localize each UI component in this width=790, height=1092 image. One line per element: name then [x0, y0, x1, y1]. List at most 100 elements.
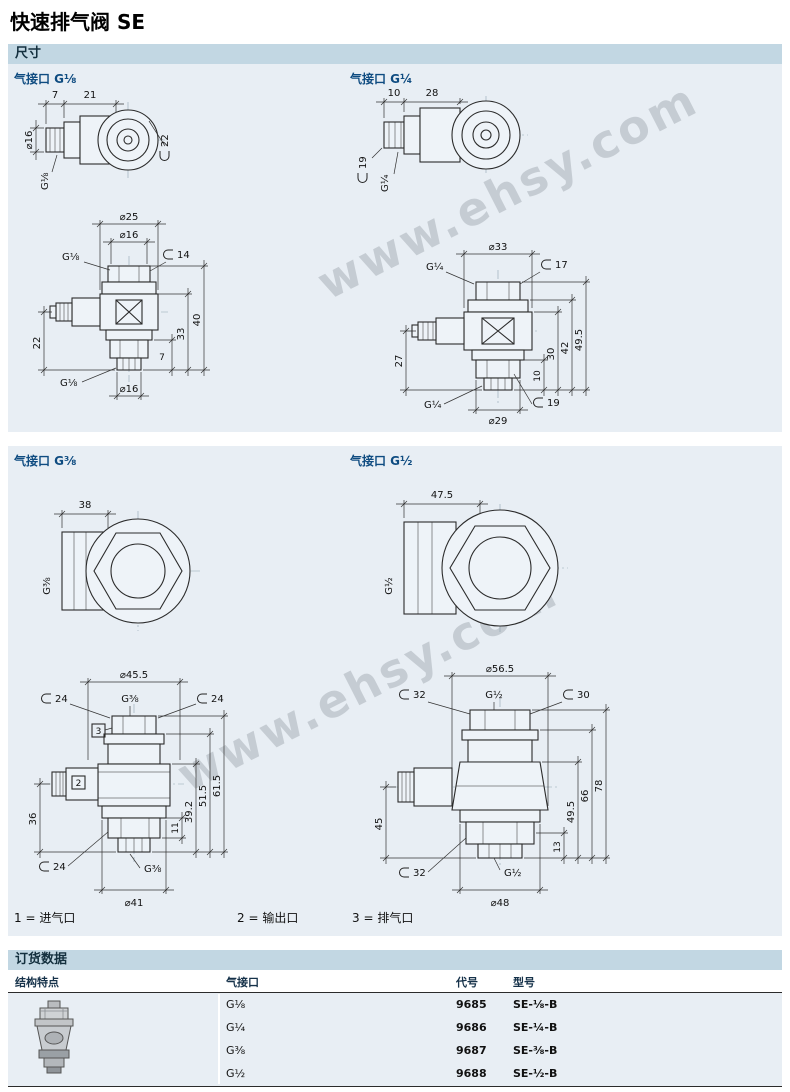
- dim-label: 7: [52, 90, 58, 101]
- thread-label: G⅛: [62, 252, 80, 263]
- dim-label: 45: [374, 818, 385, 831]
- col-type: 型号: [513, 976, 535, 989]
- dim-label: ⌀41: [125, 898, 144, 909]
- code-cell: 9686: [456, 1021, 487, 1034]
- g38-top-view: 38 G⅜: [42, 500, 202, 631]
- ordering-bar: 订货数据: [8, 950, 782, 970]
- code-cell: 9687: [456, 1044, 487, 1057]
- wrench-icon: [399, 867, 410, 878]
- dim-label: 36: [28, 813, 39, 826]
- product-valve-figure: [34, 1000, 74, 1074]
- drawing-g12: 47.5 G½ ⌀56.5 32 G½ 30: [374, 490, 610, 909]
- col-code: 代号: [456, 976, 478, 989]
- g14-front-view: ⌀33 G¼ 17 27 10 30 42 49.5 G¼ 19 ⌀29: [394, 242, 590, 427]
- dim-label: 14: [177, 250, 190, 261]
- dim-label: 32: [413, 690, 426, 701]
- thread-label: G¼: [379, 174, 391, 192]
- drawing-g38: 38 G⅜ ⌀45.5 24 G⅜ 24: [28, 500, 228, 909]
- dim-label: 24: [55, 694, 68, 705]
- dim-label: 13: [553, 841, 563, 852]
- col-feature: 结构特点: [15, 976, 59, 989]
- dim-label: ⌀33: [489, 242, 508, 253]
- thread-label: G⅛: [60, 378, 78, 389]
- wrench-icon: [399, 689, 410, 700]
- drawing-g18: 7 21 ⌀16 G⅛ 22 ⌀25: [24, 90, 210, 400]
- type-cell: SE-¼-B: [513, 1021, 558, 1034]
- table-row: G⅜ 9687 SE-⅜-B: [220, 1040, 782, 1061]
- g14-top-view: 10 28 19 G¼: [357, 88, 528, 192]
- dim-label: ⌀29: [489, 416, 508, 427]
- port-number: 2: [76, 779, 82, 789]
- wrench-icon: [159, 150, 170, 161]
- dim-label: 22: [160, 134, 171, 147]
- thread-label: G⅜: [121, 694, 139, 705]
- thread-label: G⅜: [42, 577, 53, 595]
- dim-label: ⌀56.5: [486, 664, 514, 675]
- thread-label: G½: [383, 577, 395, 595]
- legend-inlet: 1 = 进气口: [14, 911, 76, 925]
- dim-label: 39.2: [184, 801, 195, 823]
- code-cell: 9685: [456, 998, 487, 1011]
- table-row: G½ 9688 SE-½-B: [220, 1063, 782, 1084]
- feature-image-cell: [8, 994, 220, 1084]
- dim-label: ⌀48: [491, 898, 510, 909]
- legend-exhaust: 3 = 排气口: [352, 911, 414, 925]
- page-title: 快速排气阀 SE: [10, 10, 146, 34]
- port-cell: G¼: [226, 1021, 246, 1034]
- ordering-section: 订货数据 结构特点 气接口 代号 型号 G⅛ 9685 SE-⅛-B G¼ 96…: [8, 950, 782, 1087]
- dim-label: 17: [555, 260, 568, 271]
- drawing-g14: 10 28 19 G¼ ⌀33 G¼: [357, 88, 590, 427]
- dim-label: ⌀16: [120, 230, 139, 241]
- wrench-icon: [563, 689, 574, 700]
- dim-label: 32: [413, 868, 426, 879]
- dim-label: 40: [192, 314, 203, 327]
- dim-label: 49.5: [566, 801, 577, 823]
- port-cell: G⅜: [226, 1044, 246, 1057]
- dim-label: 42: [560, 342, 571, 355]
- dim-label: 28: [426, 88, 439, 99]
- dim-label: 19: [358, 156, 369, 169]
- thread-label: G⅛: [40, 172, 51, 190]
- wrench-icon: [197, 693, 208, 704]
- dim-label: 66: [580, 790, 591, 803]
- wrench-icon: [533, 397, 544, 408]
- dim-label: ⌀16: [120, 384, 139, 395]
- dim-label: 51.5: [198, 785, 209, 807]
- order-table-header: 结构特点 气接口 代号 型号: [8, 970, 782, 993]
- port-cell: G⅛: [226, 998, 246, 1011]
- dim-label: 21: [84, 90, 97, 101]
- legend-outlet: 2 = 输出口: [237, 911, 299, 925]
- wrench-size-label: 22: [159, 134, 171, 161]
- dim-label: 24: [211, 694, 224, 705]
- dim-label: ⌀45.5: [120, 670, 148, 681]
- table-row: G¼ 9686 SE-¼-B: [220, 1017, 782, 1038]
- g12-section-label: 气接口 G½: [350, 454, 413, 468]
- g12-top-view: 47.5 G½: [383, 490, 568, 632]
- type-cell: SE-⅜-B: [513, 1044, 558, 1057]
- dim-label: ⌀25: [120, 212, 139, 223]
- g14-section-label: 气接口 G¼: [350, 72, 413, 86]
- table-row: G⅛ 9685 SE-⅛-B: [220, 994, 782, 1015]
- product-photo: [34, 1000, 74, 1074]
- dim-label: 19: [547, 398, 560, 409]
- dimensions-panel-bottom: 气接口 G⅜ 气接口 G½ www.ehsy.com 38 G⅜ ⌀45.5 2…: [8, 446, 782, 936]
- thread-label: G¼: [426, 261, 444, 273]
- g12-front-view: ⌀56.5 32 G½ 30 45 13: [374, 664, 610, 909]
- dim-label: 11: [171, 822, 181, 833]
- col-port: 气接口: [226, 976, 259, 989]
- dim-label: 22: [32, 337, 43, 350]
- wrench-icon: [357, 172, 368, 183]
- dim-label: ⌀16: [24, 131, 35, 150]
- wrench-icon: [39, 861, 50, 872]
- dimensions-bar: 尺寸: [8, 44, 782, 64]
- dim-label: 61.5: [212, 775, 223, 797]
- dim-label: 78: [594, 780, 605, 793]
- dim-label: 7: [159, 353, 165, 363]
- port-cell: G½: [226, 1067, 246, 1080]
- type-cell: SE-⅛-B: [513, 998, 558, 1011]
- dim-label: 30: [546, 348, 557, 361]
- dim-label: 49.5: [574, 329, 585, 351]
- g18-front-view: ⌀25 ⌀16 G⅛ 14 22 7 33 40 G⅛ ⌀16: [32, 212, 210, 400]
- g18-top-view: 7 21 ⌀16 G⅛ 22: [24, 90, 171, 190]
- thread-label: G¼: [424, 399, 442, 411]
